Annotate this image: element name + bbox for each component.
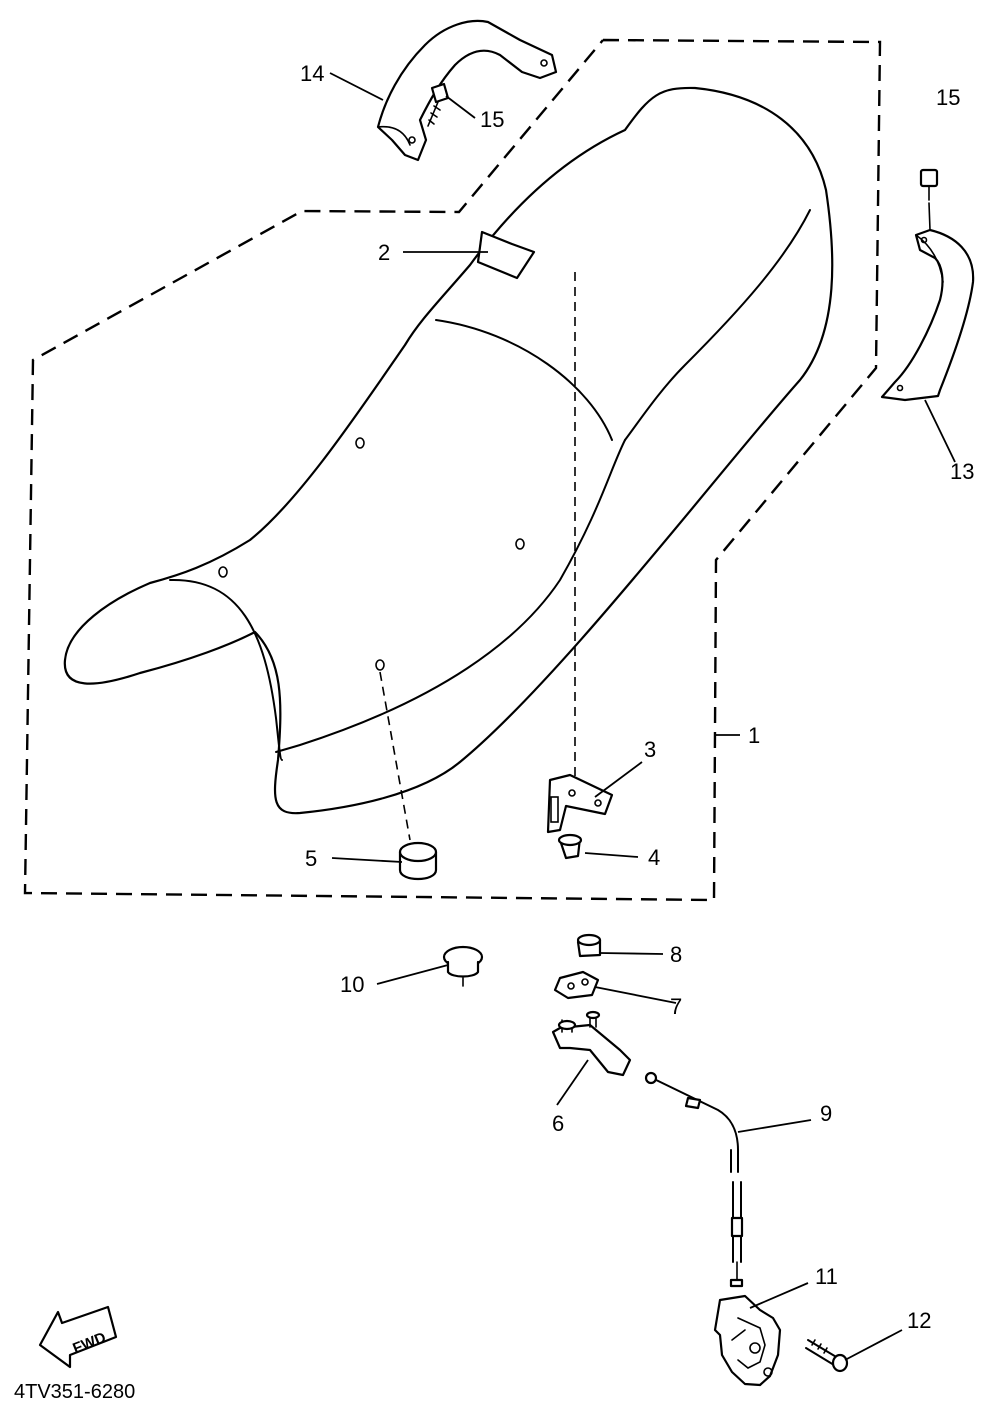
- bolt-upper-left[interactable]: [427, 82, 450, 127]
- seat-lock-cable[interactable]: [644, 1071, 744, 1288]
- callout-2: 2: [378, 240, 390, 265]
- callout-14: 14: [300, 61, 324, 86]
- seat-damper[interactable]: [398, 841, 438, 881]
- seat[interactable]: [63, 86, 834, 815]
- callout-10: 10: [340, 972, 364, 997]
- callout-1: 1: [748, 723, 760, 748]
- diagram-part-number: 4TV351-6280: [14, 1381, 135, 1403]
- bolt-upper-right[interactable]: [919, 168, 939, 201]
- damper-centerline: [379, 671, 411, 841]
- callout-12: 12: [907, 1308, 931, 1333]
- bracket[interactable]: [546, 773, 614, 834]
- seat-label-tag[interactable]: [476, 230, 536, 280]
- callout-9: 9: [820, 1101, 832, 1126]
- callout-11: 11: [815, 1264, 838, 1289]
- plate[interactable]: [553, 970, 600, 1000]
- rubber-damper[interactable]: [442, 945, 484, 987]
- seat-assembly-boundary: [23, 38, 882, 902]
- callout-15-left: 15: [480, 107, 504, 132]
- leader-lines: [329, 72, 956, 1361]
- callout-8: 8: [670, 942, 682, 967]
- callout-7: 7: [670, 994, 682, 1019]
- callout-4: 4: [648, 845, 660, 870]
- callout-13: 13: [950, 459, 974, 484]
- callout-6: 6: [552, 1111, 564, 1136]
- lock-bolt[interactable]: [805, 1339, 849, 1373]
- grab-bar-right[interactable]: [880, 202, 975, 402]
- nut[interactable]: [557, 833, 583, 860]
- lock-nut[interactable]: [576, 933, 602, 958]
- grab-bar-left[interactable]: [376, 19, 558, 162]
- forward-arrow-icon: FWD: [38, 1305, 118, 1369]
- seat-lock[interactable]: [713, 1294, 782, 1387]
- callout-5: 5: [305, 846, 317, 871]
- callout-15-right: 15: [936, 85, 960, 110]
- seat-lock-bracket[interactable]: [551, 1010, 632, 1077]
- callout-3: 3: [644, 737, 656, 762]
